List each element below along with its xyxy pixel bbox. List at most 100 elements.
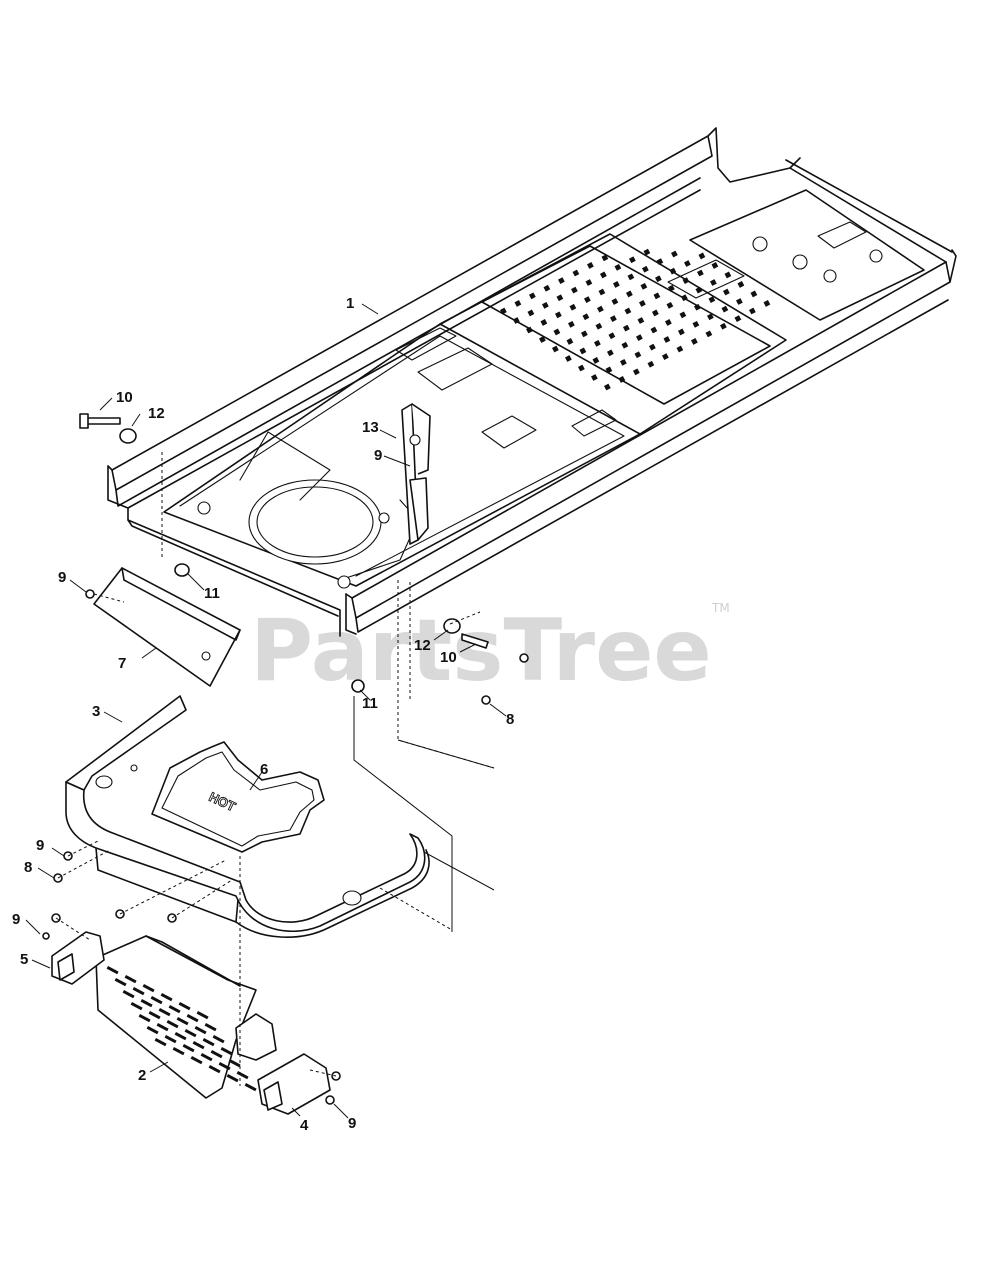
watermark-brand: PartsTree [250,601,712,701]
perforation-hole [599,271,607,279]
grille-slot [212,1035,225,1044]
perforation-hole [706,313,714,321]
grille-slot [220,1047,233,1056]
perforation-hole [763,300,771,307]
perforation-hole [694,303,701,311]
callout-5: 5 [20,951,28,968]
perforation-hole [586,262,594,269]
grille-slot [158,1008,171,1017]
perforation-hole [661,353,669,361]
perforation-hole [634,351,642,359]
perforation-hole [692,320,700,328]
perforation-hole [750,290,758,298]
perforation-hole [542,301,549,309]
callout-12-right: 12 [414,637,431,654]
perforation-hole [698,252,706,260]
grille-slot [172,1047,185,1056]
perforation-hole [623,324,630,332]
perforation-hole [705,330,713,338]
callout-7: 7 [118,655,126,672]
grille-slot [156,1023,169,1032]
perforation-hole [695,286,703,294]
perforation-hole [577,364,585,372]
leader-lines [25,303,507,1119]
grille-slot [196,1011,209,1020]
callout-11-left: 11 [204,585,220,602]
perforation-hole [569,303,577,311]
perforation-hole [605,366,613,374]
grille-slot [192,1041,205,1050]
perforation-hole [724,271,732,279]
perforation-hole [628,256,636,264]
perforation-hole [556,294,564,302]
grille-slot [166,1020,179,1029]
perforation-hole [554,311,562,319]
perforation-hole [653,292,661,300]
perforation-hole [737,281,745,288]
grille-slot [184,1029,197,1038]
grille-slot [146,1026,159,1035]
perforation-hole [651,309,659,317]
callout-6: 6 [260,761,268,778]
perforation-hole [627,273,635,281]
perforation-hole [676,345,684,353]
grille-slot [164,1035,177,1044]
callout-2: 2 [138,1067,146,1084]
watermark-trademark: TM [711,601,730,615]
assembly-lines [55,452,495,1086]
perforation-hole [583,296,591,304]
perforation-hole [529,292,536,300]
front-grille-part [95,935,257,1099]
callout-8-right: 8 [506,711,514,728]
perforation-hole [610,315,617,323]
hardware [42,413,529,1105]
grille-slot [202,1038,215,1047]
right-bracket [235,1013,331,1115]
grille-slot [160,992,173,1002]
perforation-hole [526,326,533,334]
perforation-hole [601,254,609,262]
perforation-hole [608,332,616,340]
perforation-hole [663,336,671,343]
perforation-hole [512,317,520,324]
grille-slot [178,1002,191,1011]
grille-slot [154,1038,167,1047]
perforation-hole [514,300,522,307]
frame-assembly [107,127,957,637]
perforation-hole [553,328,561,336]
perforation-hole [565,355,572,362]
perforation-hole [591,374,598,381]
perforation-hole [647,360,655,368]
perforation-hole [697,269,704,277]
perforation-hole [540,319,548,326]
callout-9-bottom: 9 [348,1115,356,1132]
grille-slot [210,1050,223,1059]
callouts: 1 10 12 13 9 9 11 7 12 10 11 8 3 6 9 8 9… [12,295,514,1134]
perforation-hole [722,288,730,296]
grille-slot [244,1083,257,1092]
callout-4: 4 [300,1117,309,1134]
perforation-hole [682,277,690,285]
grille-slot [168,1004,181,1014]
perforation-hole [643,248,651,256]
perforation-hole [626,290,633,298]
grille-slot [226,1074,239,1083]
grille-slot [122,990,135,999]
callout-10-top: 10 [116,389,133,406]
perforation-hole [624,307,632,315]
grille-slot [174,1032,187,1041]
perforation-hole [655,275,662,283]
perforation-hole [585,279,593,286]
perforation-hole [566,338,574,345]
perforation-hole [669,267,677,275]
perforation-hole [581,330,588,338]
perforation-hole [656,258,664,266]
perforation-hole [684,260,691,267]
grille-slot [150,995,163,1005]
grille-slot [124,975,137,984]
grille-slot [208,1065,221,1074]
deck-perforations [500,248,771,391]
perforation-hole [500,307,507,315]
perforation-hole [635,334,643,342]
